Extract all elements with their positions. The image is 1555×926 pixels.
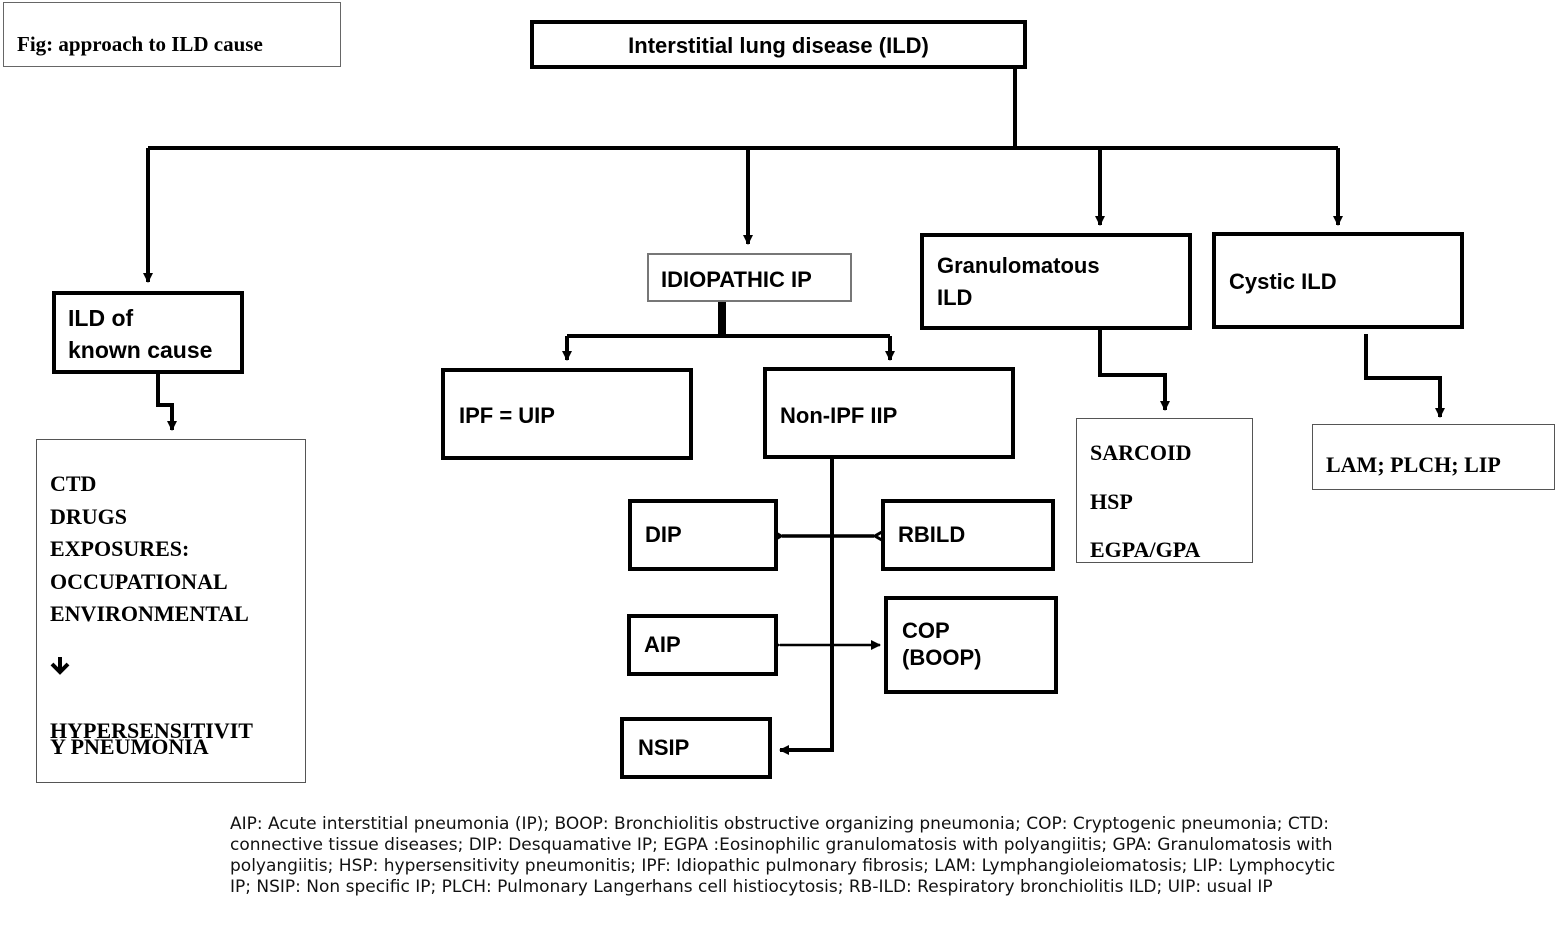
known-cause-item-environmental: ENVIRONMENTAL [50, 601, 249, 626]
abbreviation-legend: AIP: Acute interstitial pneumonia (IP); … [230, 814, 1336, 897]
granulomatous-label-line-2: ILD [937, 285, 973, 310]
cop-label-line-2: (BOOP) [902, 645, 982, 670]
dip-node: DIP [628, 499, 778, 571]
figure-caption: Fig: approach to ILD cause [3, 2, 341, 67]
arrow-to-known-cause-list [156, 373, 177, 431]
aip-node: AIP [627, 614, 778, 676]
cystic-list: LAM; PLCH; LIP [1312, 424, 1555, 490]
known-cause-item-hypersensitivity: HYPERSENSITIVIT Y PNEUMONIA [50, 718, 253, 759]
nsip-node: NSIP [620, 717, 772, 779]
granulomatous-item-egpa-gpa: EGPA/GPA [1090, 537, 1201, 562]
cop-node: COP (BOOP) [884, 596, 1058, 694]
granulomatous-list: SARCOID HSP EGPA/GPA [1076, 418, 1253, 563]
root-node: Interstitial lung disease (ILD) [530, 20, 1027, 69]
granulomatous-node: Granulomatous ILD [920, 233, 1192, 330]
idiopathic-node: IDIOPATHIC IP [647, 253, 852, 302]
ipf-node: IPF = UIP [441, 368, 693, 460]
cystic-node: Cystic ILD [1212, 232, 1464, 329]
hypersensitivity-line-2: Y PNEUMONIA [50, 734, 209, 759]
hypersensitivity-line-1: HYPERSENSITIVIT [50, 718, 253, 743]
arrow-to-granulomatous-list [1098, 330, 1170, 411]
granulomatous-item-sarcoid: SARCOID [1090, 440, 1192, 465]
known-cause-item-occupational: OCCUPATIONAL [50, 568, 228, 594]
rbild-node: RBILD [881, 499, 1055, 571]
down-arrow-icon [48, 653, 72, 677]
known-cause-node: ILD of known cause [52, 291, 244, 374]
arrow-to-nsip [779, 458, 834, 755]
cop-label-line-1: COP [902, 618, 950, 643]
known-cause-item-drugs: DRUGS [50, 503, 128, 529]
known-cause-list: CTD DRUGS EXPOSURES: OCCUPATIONAL ENVIRO… [36, 439, 306, 783]
granulomatous-item-hsp: HSP [1090, 488, 1133, 514]
granulomatous-label-line-1: Granulomatous [937, 253, 1100, 278]
arrow-to-cystic-list [1364, 334, 1445, 418]
known-cause-label-line-2: known cause [68, 337, 213, 363]
known-cause-item-ctd: CTD [50, 471, 97, 496]
non-ipf-node: Non-IPF IIP [763, 367, 1015, 459]
known-cause-item-exposures: EXPOSURES: [50, 536, 190, 561]
known-cause-label-line-1: ILD of [68, 305, 134, 331]
